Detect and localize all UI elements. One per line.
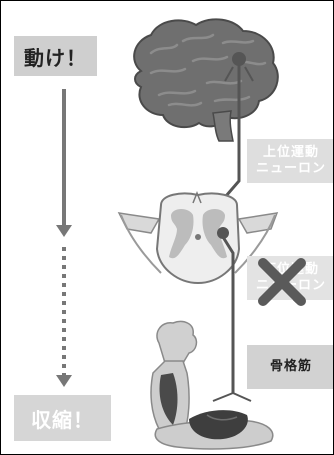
upper-label-line2: ニューロン bbox=[255, 161, 326, 176]
skeletal-muscle-label: 骨格筋 bbox=[247, 345, 333, 389]
lower-motor-neuron-label: 下位運動 ニューロン bbox=[247, 256, 333, 300]
move-callout: 動け！ bbox=[14, 36, 97, 76]
upper-motor-neuron-label: 上位運動 ニューロン bbox=[247, 139, 333, 183]
signal-arrow bbox=[56, 89, 72, 387]
contract-callout: 収縮！ bbox=[14, 395, 111, 441]
arm-muscle-icon bbox=[150, 320, 274, 450]
lower-motor-neuron bbox=[212, 227, 252, 402]
spinal-cord-section-icon bbox=[117, 190, 279, 285]
lower-label-line2: ニューロン bbox=[255, 278, 326, 293]
upper-label-line1: 上位運動 bbox=[262, 145, 319, 160]
brain-icon bbox=[133, 18, 279, 142]
lower-label-line1: 下位運動 bbox=[262, 262, 319, 277]
